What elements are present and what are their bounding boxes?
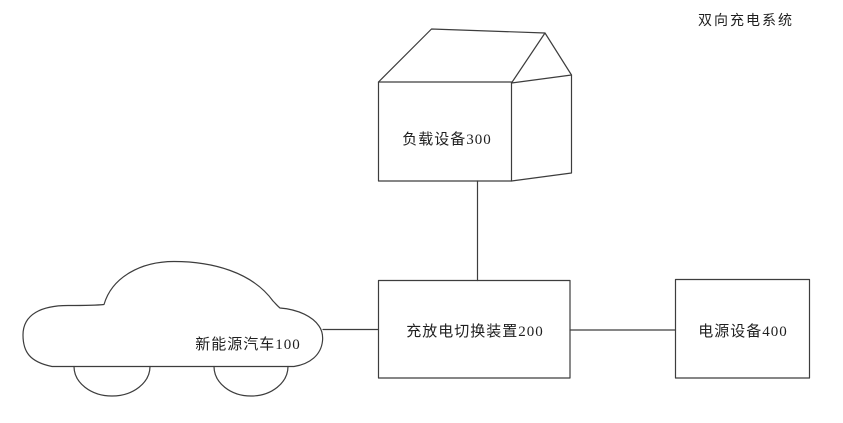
diagram-linework: [22, 28, 811, 397]
vehicle-label: 新能源汽车100: [195, 336, 301, 353]
diagram-title: 双向充电系统: [698, 13, 794, 29]
load-device-label: 负载设备300: [402, 131, 492, 148]
load-device-house-shape: [377, 28, 573, 182]
car-rear-wheel: [213, 365, 289, 397]
house-side-face: [510, 74, 573, 182]
car-front-wheel: [73, 365, 151, 397]
vehicle-car-shape: [22, 260, 324, 397]
power-device-label: 电源设备400: [698, 323, 788, 340]
switch-device-label: 充放电切换装置200: [406, 323, 544, 340]
diagram-labels: 双向充电系统 负载设备300 充放电切换装置200 电源设备400 新能源汽车1…: [195, 13, 794, 353]
car-body: [22, 260, 324, 368]
power-device-box: [674, 278, 811, 379]
house-roof: [377, 28, 573, 84]
house-front-face: [377, 81, 513, 182]
